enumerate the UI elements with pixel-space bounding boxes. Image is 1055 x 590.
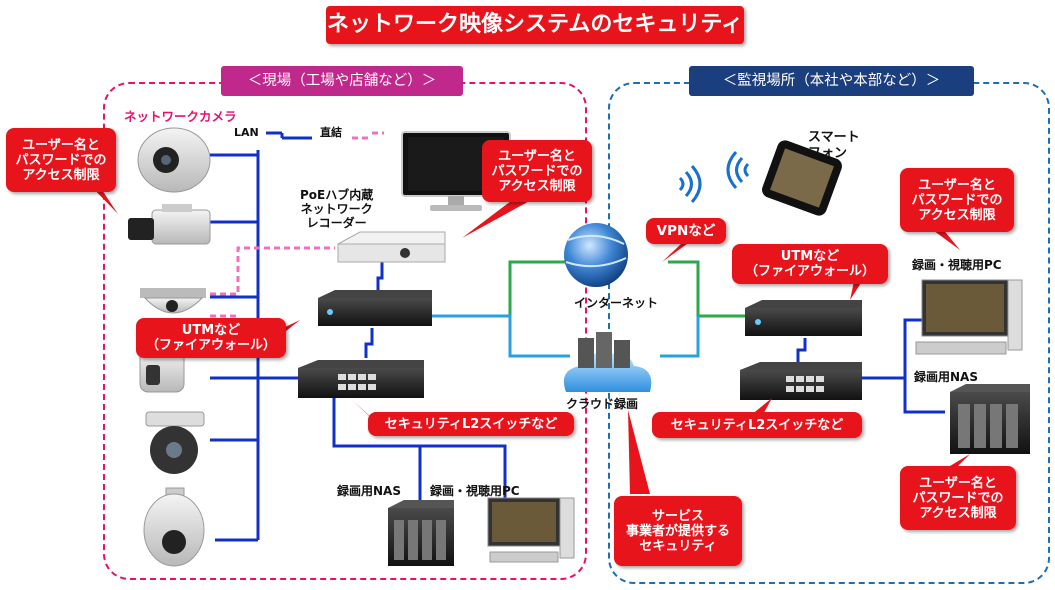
cloud-recording [563,332,652,392]
site-label-right: ＜監視場所（本社や本部など）＞ [689,66,974,96]
auth-callout-camera: ユーザー名と パスワードでの アクセス制限 [6,128,116,192]
nas-left [388,500,454,566]
recorder-label: PoEハブ内蔵 ネットワーク レコーダー [300,188,374,230]
camera-dome-1 [137,127,211,193]
utm-callout-right: UTMなど （ファイアウォール） [732,244,888,284]
pc-left-label: 録画・視聴用PC [430,484,520,498]
nas-right [950,384,1030,454]
camera-mini-dome [140,288,206,314]
vpn-callout: VPNなど [646,218,726,244]
nas-right-label: 録画用NAS [914,370,978,384]
auth-callout-nas: ユーザー名と パスワードでの アクセス制限 [900,466,1016,530]
internet-label: インターネット [574,296,659,310]
camera-dome-2 [145,411,205,474]
auth-callout-recorder: ユーザー名と パスワードでの アクセス制限 [482,140,592,202]
wifi-icon-right [726,151,750,189]
smartphone-device [762,140,842,216]
pc-left [487,497,575,563]
auth-callout-pc: ユーザー名と パスワードでの アクセス制限 [900,168,1014,232]
camera-box [128,204,211,245]
camera-bullet [139,349,185,393]
l2-switch-right [740,362,862,400]
nas-left-label: 録画用NAS [337,484,401,498]
wan-lines [432,260,745,358]
utm-device-right [745,300,862,336]
legend-lines [266,131,384,140]
direct-legend-label: 直結 [320,126,342,139]
utm-callout-left: UTMなど （ファイアウォール） [136,318,286,358]
site-label-left: ＜現場（工場や店舗など）＞ [221,66,463,96]
network-camera-label: ネットワークカメラ [124,109,237,124]
l2-callout-left: セキュリティL2スイッチなど [368,412,574,436]
lan-legend-label: LAN [234,126,259,139]
l2-callout-right: セキュリティL2スイッチなど [652,412,862,438]
pc-right-label: 録画・視聴用PC [912,258,1002,272]
page-title: ネットワーク映像システムのセキュリティ対策例 [326,6,744,75]
pc-right [915,279,1023,355]
utm-device-left [318,290,432,326]
camera-ptz [143,487,205,567]
internet-globe [564,223,628,287]
lan-lines-right [796,318,945,414]
smartphone-label: スマート フォン [808,130,860,161]
cloud-recording-label: クラウド録画 [566,397,639,411]
l2-switch-left [298,360,424,398]
service-security-callout: サービス 事業者が提供する セキュリティ [614,496,742,566]
network-recorder [337,231,446,263]
wifi-icon-left [678,165,702,203]
